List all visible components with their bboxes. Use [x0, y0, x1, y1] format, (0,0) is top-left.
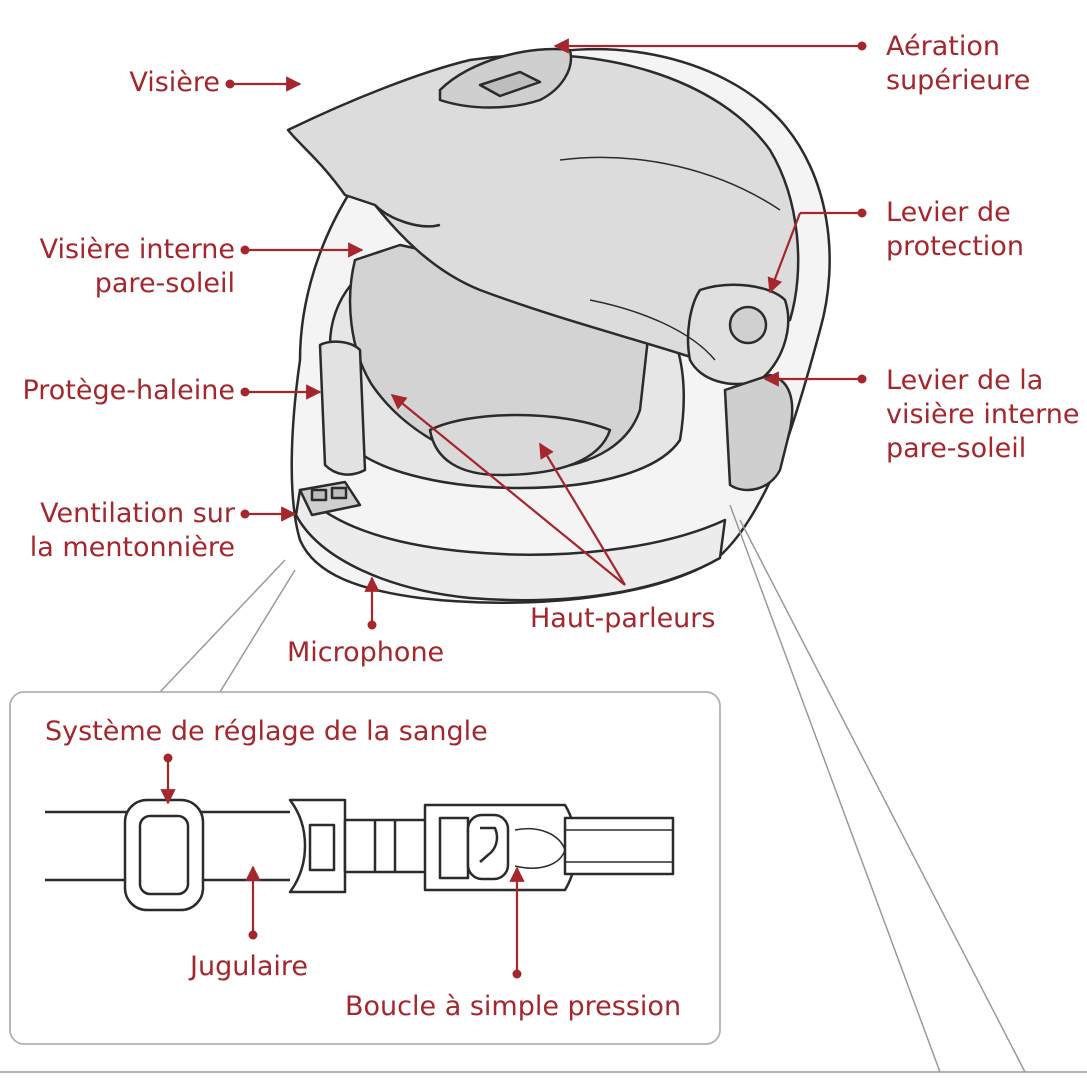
- label-levier-protection: Levier de protection: [886, 197, 1024, 262]
- buckle-button: [466, 813, 510, 881]
- label-haut-parleurs: Haut-parleurs: [530, 603, 716, 634]
- label-levier-visiere-interne: Levier de la visière interne pare-soleil: [886, 365, 1080, 464]
- main-visor: [286, 53, 800, 362]
- zoom-leader-lines: [0, 504, 1087, 1073]
- label-ventilation: Ventilation sur la mentonnière: [29, 498, 235, 563]
- communicator-unit: [723, 373, 794, 492]
- label-reglage-sangle: Système de réglage de la sangle: [45, 716, 488, 747]
- chin-strap: [45, 798, 675, 912]
- label-protege-haleine: Protège-haleine: [22, 375, 235, 406]
- label-visiere-interne: Visière interne pare-soleil: [39, 234, 235, 299]
- helmet-body: [286, 47, 831, 604]
- label-boucle: Boucle à simple pression: [345, 991, 682, 1022]
- label-microphone: Microphone: [287, 637, 445, 668]
- breath-guard: [318, 340, 367, 476]
- callouts: [160, 38, 867, 979]
- cheek-pad: [428, 413, 612, 477]
- label-visiere: Visière: [129, 67, 220, 98]
- label-aeration-superieure: Aération supérieure: [886, 31, 1031, 96]
- label-jugulaire: Jugulaire: [190, 951, 308, 982]
